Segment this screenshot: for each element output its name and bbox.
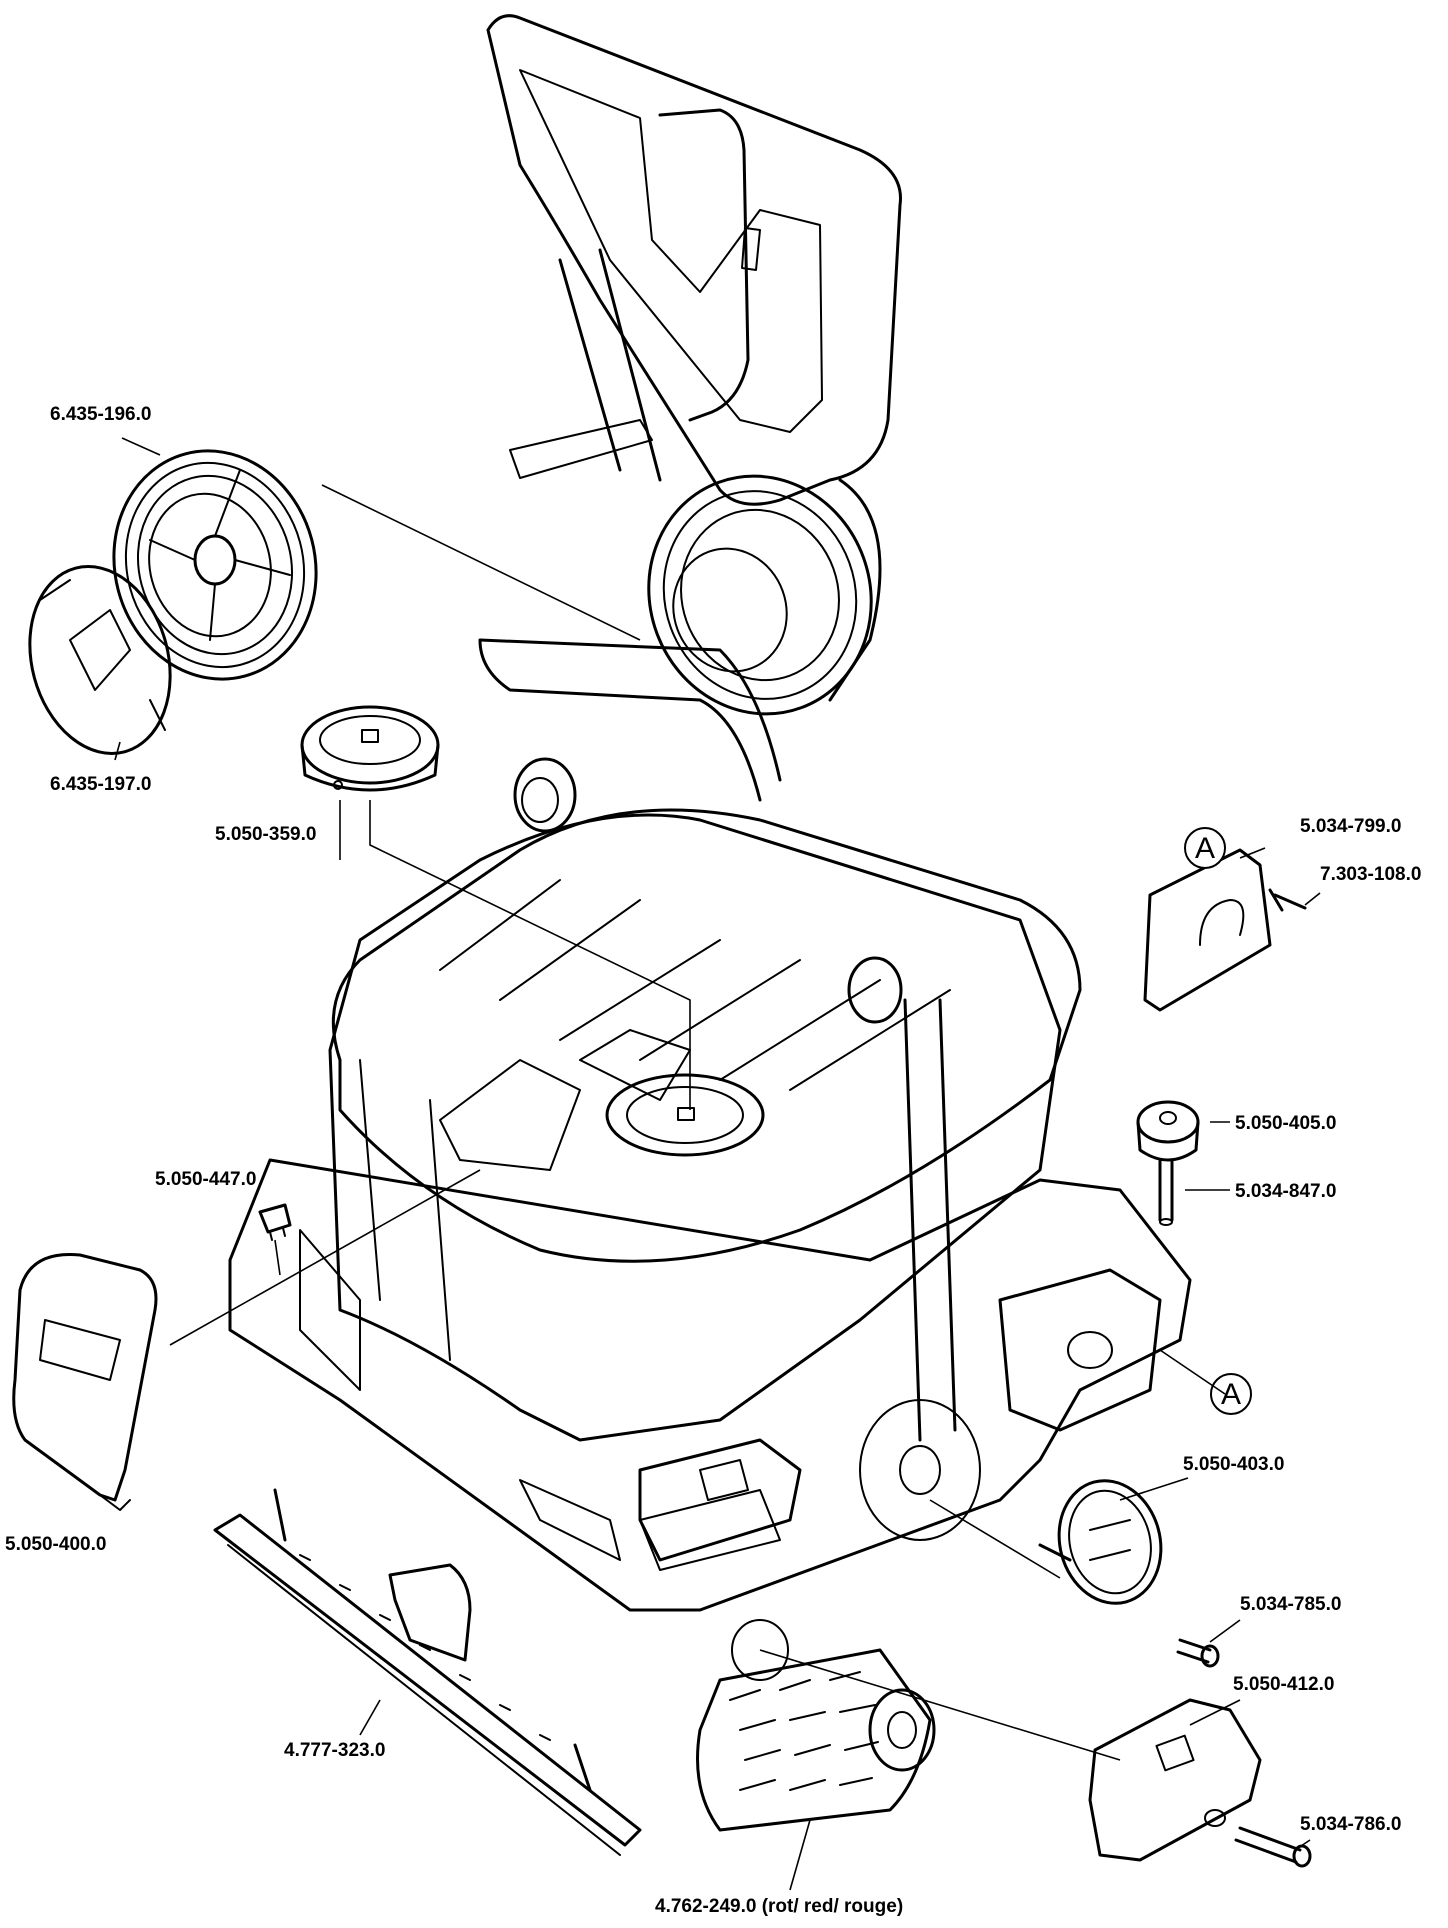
part-brush-roller <box>696 1648 936 1832</box>
detail-marks <box>1159 827 1252 1415</box>
part-number-label: 4.762-249.0 (rot/ red/ rouge) <box>655 1896 903 1917</box>
part-number-label: 6.435-197.0 <box>50 774 151 795</box>
main-body <box>228 638 1192 1681</box>
part-number-label: 5.034-786.0 <box>1300 1814 1401 1835</box>
part-number-label: 5.034-799.0 <box>1300 816 1401 837</box>
part-number-label: 5.050-412.0 <box>1233 1674 1334 1695</box>
knob <box>513 757 903 1024</box>
part-number-label: 6.435-196.0 <box>50 404 151 425</box>
part-pin <box>1158 1158 1174 1226</box>
part-number-label: 5.050-400.0 <box>5 1534 106 1555</box>
part-wheel <box>112 449 318 681</box>
part-number-label: 7.303-108.0 <box>1320 864 1421 885</box>
part-plate <box>1143 848 1272 1012</box>
part-clip <box>258 1203 292 1241</box>
part-axle <box>1176 1638 1220 1668</box>
part-wheel-cap <box>28 565 172 755</box>
part-number-label: 5.050-403.0 <box>1183 1454 1284 1475</box>
part-squeegee <box>213 1488 642 1856</box>
handle-frame <box>486 14 902 506</box>
detail-mark-a-1 <box>1184 827 1226 869</box>
leader-lines <box>114 437 1321 1891</box>
detail-mark-letters: AA <box>1195 832 1241 1411</box>
part-number-labels: 6.435-196.0 6.435-197.0 5.050-359.0 5.034-7… <box>5 404 1421 1917</box>
part-side-wheel <box>1038 1479 1163 1605</box>
part-number-label: 4.777-323.0 <box>284 1740 385 1761</box>
part-side-cover <box>12 1252 158 1511</box>
part-number-label: 5.034-785.0 <box>1240 1594 1341 1615</box>
part-number-label: 5.050-359.0 <box>215 824 316 845</box>
part-brush-housing <box>1088 1698 1262 1862</box>
detail-mark-a-2 <box>1210 1373 1252 1415</box>
part-roller <box>1136 1100 1200 1162</box>
part-number-label: 5.050-405.0 <box>1235 1113 1336 1134</box>
part-filler-cap <box>300 705 440 792</box>
mounted-wheel <box>647 474 882 716</box>
part-screw <box>1268 888 1307 912</box>
part-number-label: 5.050-447.0 <box>155 1169 256 1190</box>
detail-mark-letter: A <box>1195 832 1215 865</box>
part-number-label: 5.034-847.0 <box>1235 1181 1336 1202</box>
detail-mark-letter: A <box>1221 1378 1241 1411</box>
